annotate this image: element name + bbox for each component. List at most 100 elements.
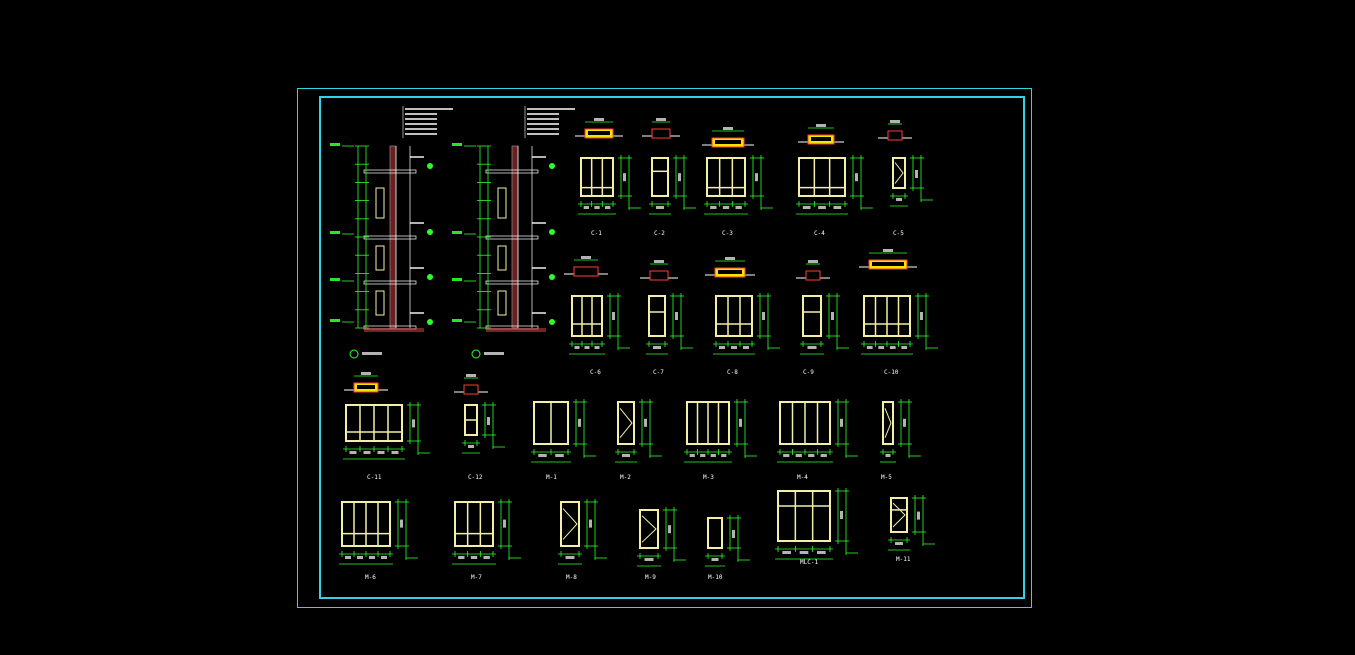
- label-door: M-4: [797, 474, 808, 481]
- window-elevation: [462, 402, 505, 454]
- window-glass-gap: [811, 137, 831, 141]
- annotation-text: [405, 128, 437, 130]
- window-elevation: [890, 155, 933, 207]
- dimension-text: [722, 206, 730, 209]
- level-text: [330, 319, 340, 322]
- annotation-text: [405, 133, 437, 135]
- dimension-text: [833, 206, 842, 209]
- dimension-text: [840, 418, 843, 427]
- section-bubble: [349, 349, 359, 359]
- level-text: [452, 143, 462, 146]
- label-window: C-8: [727, 369, 738, 376]
- foundation-section: [486, 328, 546, 332]
- dimension-text: [412, 419, 415, 428]
- label-window: C-1: [591, 230, 602, 237]
- label-door: M-5: [881, 474, 892, 481]
- dimension-text: [807, 346, 817, 349]
- dimension-text: [377, 451, 385, 454]
- window-frame: [777, 490, 831, 542]
- window-sill-section: [805, 270, 821, 281]
- dimension-text: [503, 519, 506, 528]
- window-elevation: [649, 155, 696, 215]
- annotation-text: [405, 118, 437, 120]
- annotation-text: [410, 267, 424, 269]
- level-text: [452, 231, 462, 234]
- label-door: M-9: [645, 574, 656, 581]
- window-frame: [617, 401, 635, 445]
- annotation-text: [410, 222, 424, 224]
- dimension-text: [817, 551, 826, 554]
- label-window: C-3: [722, 230, 733, 237]
- annotation-text: [527, 113, 559, 115]
- dimension-text: [818, 206, 826, 209]
- window-sill-section: [887, 130, 903, 141]
- wall-section: [452, 106, 575, 359]
- window-sill-section: [573, 266, 599, 277]
- window-frame: [882, 401, 894, 445]
- dimension-text: [589, 519, 592, 528]
- window-plan: [705, 257, 755, 278]
- floor-slab: [485, 280, 539, 285]
- label-door: M-11: [896, 556, 911, 563]
- detail-callout: [549, 319, 555, 325]
- window-elevation: [800, 293, 849, 355]
- dimension-text: [901, 346, 908, 349]
- label-door: M-10: [708, 574, 723, 581]
- floor-slab: [363, 235, 417, 240]
- window-frame: [580, 157, 614, 197]
- dimension-text: [581, 256, 591, 259]
- detail-callout: [427, 274, 433, 280]
- dimension-text: [711, 558, 719, 561]
- window-elevation: [705, 515, 750, 567]
- window-sill-section: [651, 128, 671, 139]
- window-elevation: [343, 402, 430, 460]
- window-sill-section: [649, 270, 669, 281]
- dimension-text: [903, 418, 906, 427]
- label-window: C-5: [893, 230, 904, 237]
- foundation-section: [364, 328, 424, 332]
- level-text: [330, 231, 340, 234]
- floor-slab: [485, 169, 539, 174]
- dimension-text: [896, 198, 902, 201]
- dimension-text: [565, 556, 575, 559]
- dimension-text: [357, 556, 363, 559]
- window-elevation: [796, 155, 873, 215]
- label-door: MLC-1: [800, 559, 819, 566]
- dimension-text: [689, 454, 695, 457]
- window-frame: [648, 295, 666, 337]
- dimension-text: [583, 206, 589, 209]
- window-plan: [878, 120, 912, 141]
- dimension-text: [653, 346, 661, 349]
- dimension-text: [656, 206, 664, 209]
- dimension-text: [623, 173, 626, 182]
- drawing-frame-inner: [319, 96, 1025, 599]
- dimension-text: [584, 346, 590, 349]
- dimension-text: [483, 556, 490, 559]
- dimension-text: [678, 173, 681, 182]
- annotation-text: [405, 108, 453, 110]
- drawing-frame-outer: [297, 88, 1032, 608]
- dimension-text: [831, 312, 834, 320]
- window-elevation: [704, 155, 773, 215]
- dimension-text: [808, 454, 815, 457]
- dimension-text: [731, 346, 737, 349]
- dimension-text: [594, 346, 600, 349]
- label-window: C-12: [468, 474, 483, 481]
- floor-slab: [485, 235, 539, 240]
- dimension-text: [719, 346, 725, 349]
- window-sill-section: [463, 384, 479, 395]
- dimension-text: [468, 445, 474, 448]
- dimension-text: [668, 525, 671, 534]
- dimension-text: [743, 346, 749, 349]
- dimension-text: [783, 454, 790, 457]
- window-frame: [706, 157, 746, 197]
- wall-section: [330, 106, 453, 359]
- section-bubble: [471, 349, 481, 359]
- dimension-text: [654, 260, 664, 263]
- dimension-text: [675, 312, 678, 320]
- level-text: [330, 278, 340, 281]
- wall-section-details: [330, 106, 575, 359]
- dimension-text: [466, 374, 476, 377]
- label-window: C-7: [653, 369, 664, 376]
